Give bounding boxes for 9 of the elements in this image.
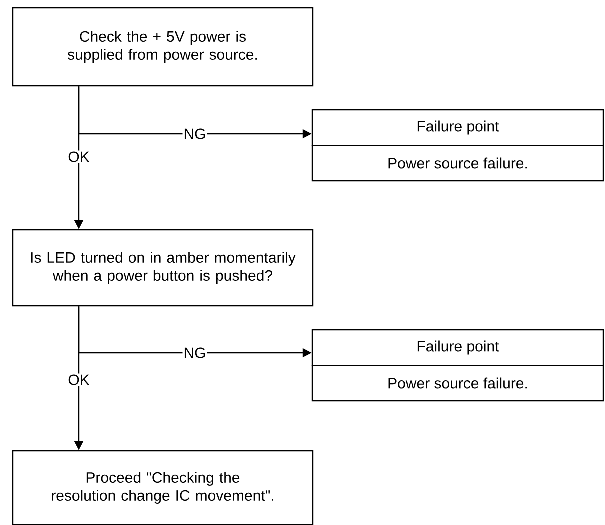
failure-box: Failure point Power source failure. [311, 109, 605, 182]
edge-label: OK [67, 374, 91, 386]
failure-box: Failure point Power source failure. [311, 329, 605, 402]
process-box: Check the + 5V power is supplied from power source. [12, 7, 314, 87]
edge-label: OK [67, 150, 91, 164]
edge-label: NG [182, 128, 208, 140]
process-box: Proceed "Checking the resolution change IC movement". [12, 450, 314, 525]
edge-label: NG [182, 346, 208, 360]
process-box: Is LED turned on in amber momentarily when a power button is pushed? [12, 229, 314, 307]
